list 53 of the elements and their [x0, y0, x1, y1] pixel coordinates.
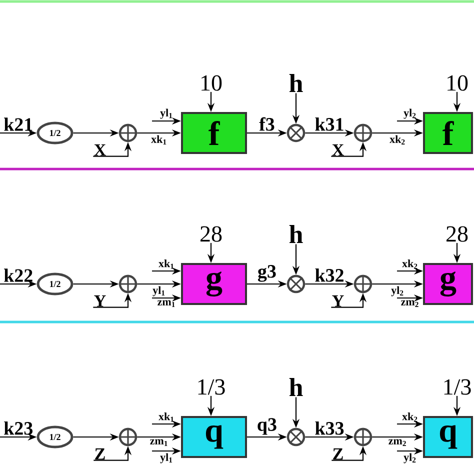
variable-label: h — [289, 74, 303, 92]
parameter-value: 10 — [202, 75, 222, 91]
variable-label: X — [94, 144, 106, 156]
function-box: q — [423, 416, 473, 458]
edge-label: k21 — [4, 118, 32, 131]
function-box: q — [181, 416, 247, 458]
variable-label: Y — [332, 295, 344, 307]
edge-label: k22 — [4, 268, 32, 282]
edge-label: g3 — [258, 265, 276, 282]
summing-circle — [354, 274, 372, 294]
summing-circle — [118, 428, 138, 446]
function-box: f — [423, 112, 473, 154]
edge-label: xk$_{1}$ — [158, 412, 174, 422]
edge-label: f3 — [259, 117, 274, 131]
variable-label: Z — [333, 448, 343, 460]
edge-label: xk$_{1}$ — [158, 260, 174, 269]
function-box: g — [181, 263, 247, 305]
summing-circle — [354, 124, 372, 142]
edge-label: q3 — [258, 418, 276, 435]
edge-label: zm$_{1}$ — [158, 300, 175, 308]
parameter-value: 1/3 — [444, 379, 471, 395]
summing-circle — [118, 124, 138, 142]
edge-label: zm$_{2}$ — [388, 439, 406, 446]
summing-circle — [118, 274, 138, 294]
edge-label: yl$_{1}$ — [160, 453, 172, 464]
edge-label: yl$_{2}$ — [404, 108, 416, 119]
edge-label: k31 — [315, 117, 344, 131]
function-box: g — [423, 263, 473, 305]
variable-label: h — [289, 224, 303, 244]
parameter-value: 28 — [200, 226, 222, 242]
edge-label: k23 — [4, 421, 32, 435]
parameter-value: 1/3 — [198, 379, 225, 395]
edge-label: xk$_{1}$ — [151, 135, 166, 144]
multiplier-circle — [286, 428, 306, 446]
variable-label: h — [289, 378, 303, 396]
edge-label: xk$_{2}$ — [390, 135, 405, 144]
variable-label: Z — [95, 448, 105, 460]
edge-label: yl$_{2}$ — [404, 453, 416, 464]
edge-label: yl$_{2}$ — [391, 286, 404, 296]
edge-label: zm$_{2}$ — [401, 300, 418, 308]
multiplier-circle — [286, 124, 306, 142]
function-box: f — [181, 112, 247, 154]
edge-label: yl$_{1}$ — [152, 286, 165, 296]
parameter-value: 10 — [448, 75, 468, 91]
variable-label: X — [332, 144, 344, 156]
edge-label: yl$_{1}$ — [160, 108, 172, 119]
summing-circle — [354, 428, 372, 446]
edge-label: zm$_{1}$ — [150, 439, 168, 446]
edge-label: k32 — [315, 268, 344, 282]
variable-label: Y — [94, 295, 106, 307]
multiplier-circle — [286, 274, 306, 294]
edge-label: k33 — [315, 421, 344, 435]
parameter-value: 28 — [446, 226, 468, 242]
